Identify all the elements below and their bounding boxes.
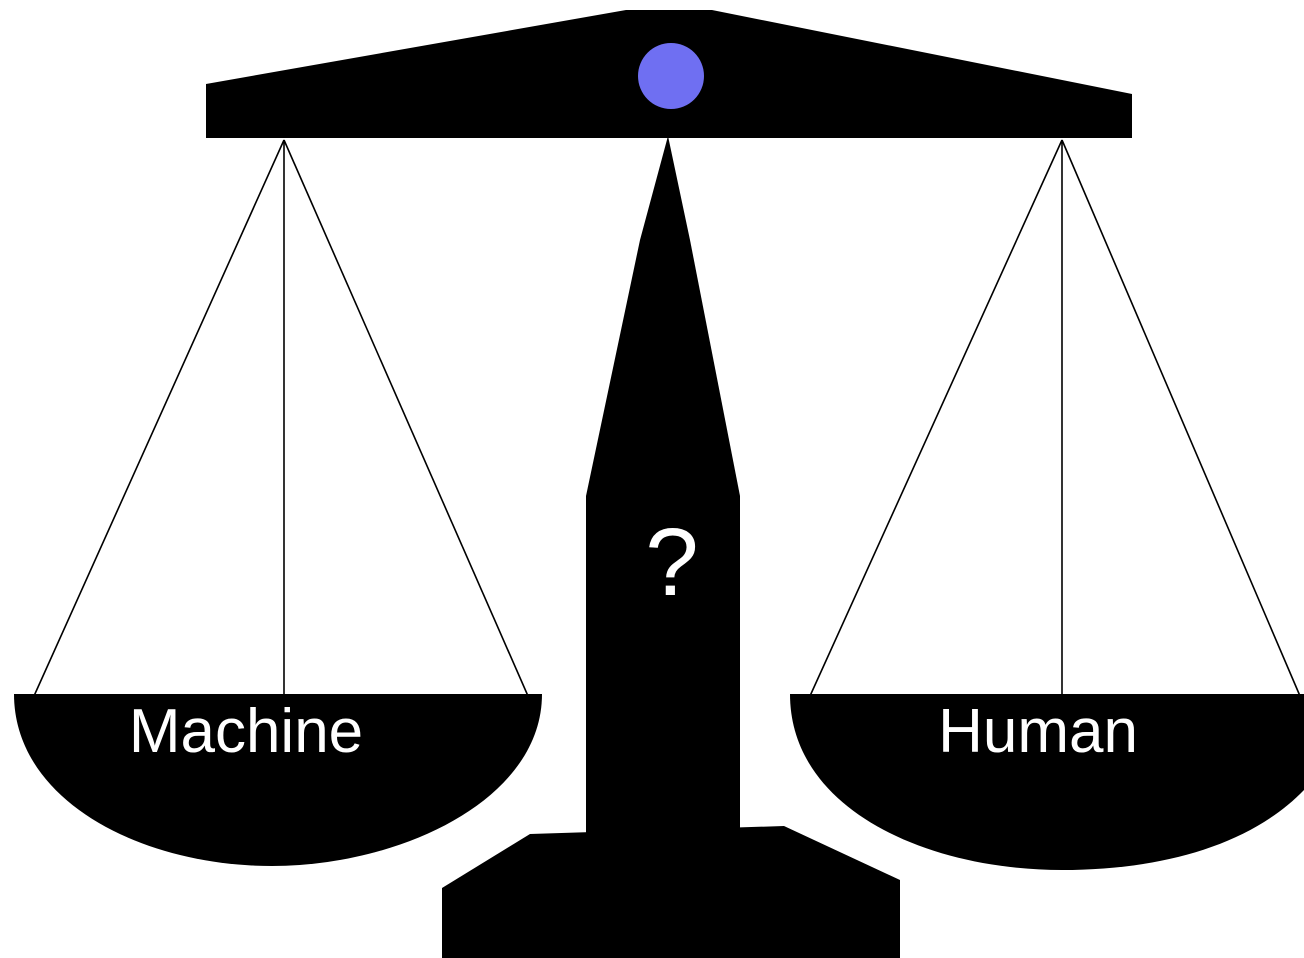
left-pan-strings (33, 139, 529, 697)
right-string-inner (809, 139, 1063, 697)
scale-base (442, 826, 900, 958)
left-string-inner (283, 139, 529, 697)
center-question-mark: ? (645, 509, 698, 616)
right-pan (790, 694, 1304, 870)
left-pan (14, 694, 542, 866)
right-pan-label: Human (938, 697, 1138, 766)
right-string-outer (1061, 139, 1301, 697)
pivot-circle (638, 43, 704, 109)
scale-post (586, 136, 740, 834)
left-pan-label: Machine (129, 697, 363, 766)
right-pan-strings (809, 139, 1301, 697)
left-string-outer (33, 139, 285, 697)
